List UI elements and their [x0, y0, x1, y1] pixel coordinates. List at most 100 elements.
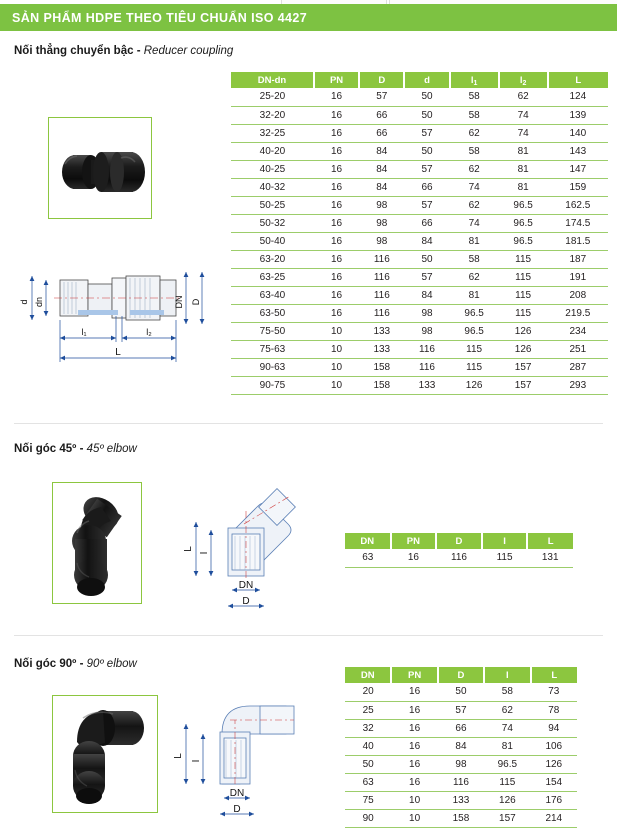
cell: 57 [359, 88, 405, 107]
cell: 40 [345, 737, 392, 756]
section-heading-reducer-coupling: Nối thẳng chuyển bậc - Reducer coupling [14, 45, 233, 57]
cell: 50-25 [231, 196, 314, 215]
cell: 66 [437, 719, 485, 738]
cell: 40-25 [231, 160, 314, 179]
table-header-row: DN PN D I L [345, 533, 573, 549]
cell: 133 [437, 791, 485, 810]
cell: 58 [484, 683, 531, 702]
col-header-PN: PN [390, 533, 438, 549]
dim-label-DN: DN [174, 296, 184, 309]
cell: 16 [313, 142, 360, 161]
cell: 74 [498, 106, 548, 125]
section-divider-3 [14, 635, 603, 636]
cell: 158 [359, 376, 405, 395]
cell: 16 [313, 124, 360, 143]
cell: 75-50 [231, 322, 314, 341]
cell: 16 [313, 286, 360, 305]
cell: 10 [313, 322, 360, 341]
cell: 62 [449, 268, 499, 287]
cell: 84 [437, 737, 485, 756]
cell: 90 [345, 809, 392, 828]
cell: 16 [391, 755, 438, 774]
elbow-90-photo-svg [73, 710, 144, 804]
table-header-row: DN-dn PN D d l1 l2 L [231, 72, 608, 88]
cell: 162.5 [547, 196, 608, 215]
cell: 174.5 [547, 214, 608, 233]
cell: 158 [359, 358, 405, 377]
cell: 57 [404, 160, 450, 179]
dim-label-l1: l₁ [81, 327, 86, 337]
cell: 131 [527, 549, 573, 568]
dim-label-D: D [233, 804, 240, 815]
page-banner-title: SẢN PHẨM HDPE THEO TIÊU CHUẨN ISO 4427 [0, 4, 617, 31]
cell: 116 [404, 358, 450, 377]
cell: 81 [498, 178, 548, 197]
col-header-L: L [530, 667, 577, 683]
cell: 58 [449, 106, 499, 125]
cell: 50 [404, 250, 450, 269]
cell: 191 [547, 268, 608, 287]
col-header-D: D [437, 667, 486, 683]
dim-label-dn: dn [34, 297, 44, 307]
cell: 50 [404, 88, 450, 107]
cell: 16 [391, 683, 438, 702]
cell: 133 [359, 322, 405, 341]
cell: 16 [313, 268, 360, 287]
dim-label-d: d [19, 299, 29, 304]
technical-drawing-elbow-90: L I DN D [168, 688, 320, 820]
dim-label-L: L [173, 753, 184, 759]
cell: 133 [404, 376, 450, 395]
dim-label-DN: DN [239, 580, 253, 591]
cell: 20 [345, 683, 392, 702]
product-photo-elbow-45 [52, 482, 142, 604]
cell: 96.5 [498, 214, 548, 233]
cell: 116 [404, 340, 450, 359]
cell: 96.5 [498, 232, 548, 251]
technical-drawing-elbow-45: L I DN D [178, 478, 318, 613]
col-header-l2: l2 [498, 72, 549, 88]
cell: 62 [449, 196, 499, 215]
cell: 66 [404, 178, 450, 197]
cell: 124 [547, 88, 608, 107]
cell: 81 [449, 286, 499, 305]
product-photo-reducer-coupling [48, 117, 152, 219]
cell: 50 [437, 683, 485, 702]
cell: 176 [530, 791, 577, 810]
cell: 116 [359, 304, 405, 323]
cell: 157 [484, 809, 531, 828]
cell: 126 [484, 791, 531, 810]
cell: 251 [547, 340, 608, 359]
cell: 32-25 [231, 124, 314, 143]
col-header-PN: PN [391, 667, 439, 683]
cell: 58 [449, 142, 499, 161]
elbow-90-drawing-svg: L I DN D [173, 705, 295, 817]
cell: 25-20 [231, 88, 314, 107]
artifact-2 [389, 0, 617, 4]
cell: 84 [359, 178, 405, 197]
cell: 287 [547, 358, 608, 377]
cell: 74 [498, 124, 548, 143]
col-header-DN: DN [345, 533, 392, 549]
elbow-45-photo-svg [72, 497, 122, 596]
cell: 40-20 [231, 142, 314, 161]
dim-label-D: D [191, 298, 201, 305]
elbow-45-drawing-svg: L I DN D [183, 488, 296, 609]
cell: 16 [313, 232, 360, 251]
dim-label-L: L [115, 347, 121, 358]
col-header-dn-dn: DN-dn [231, 72, 315, 88]
cell: 116 [359, 268, 405, 287]
